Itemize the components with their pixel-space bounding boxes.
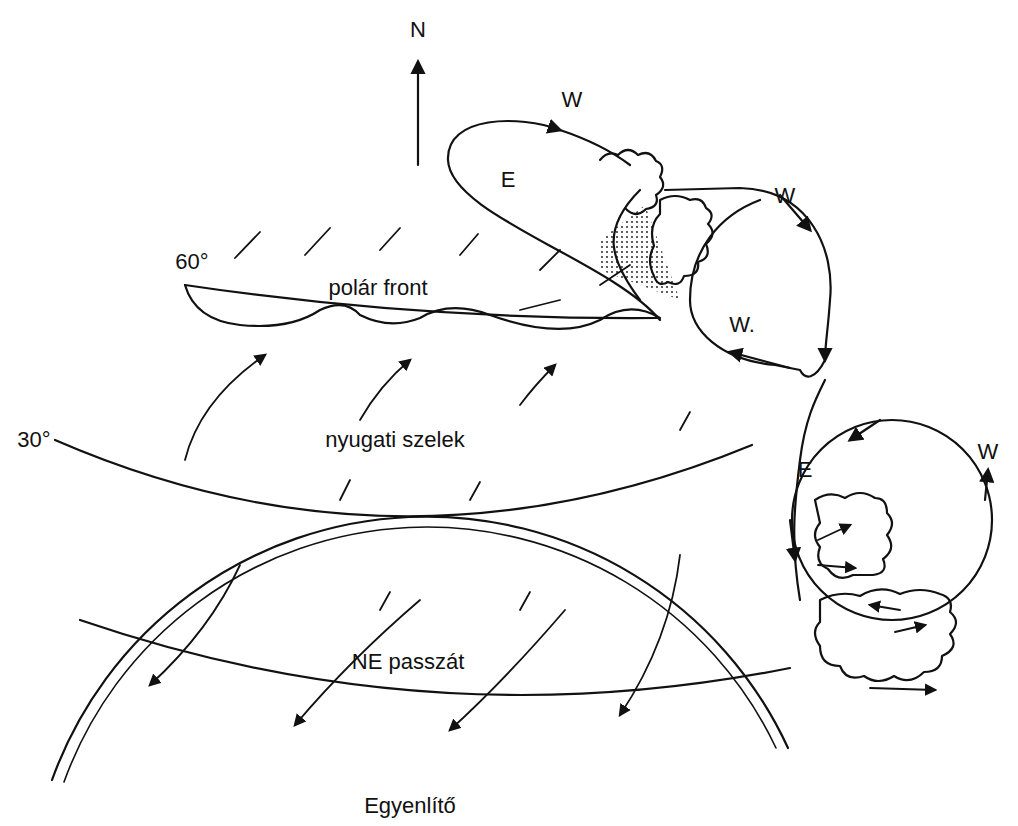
wind-label: W [775,184,796,208]
equator-label: Egyenlítő [364,794,456,818]
north-label: N [410,18,426,42]
latitude-label: 30° [17,428,50,452]
wind-label: W [562,88,583,112]
wind-label: W [978,440,999,464]
wind-belt-label: NE passzát [352,650,465,674]
wind-label: E [798,458,813,482]
wind-label: W. [729,313,755,337]
front-label: polár front [328,276,427,300]
wind-label: E [501,168,516,192]
latitude-label: 60° [175,250,208,274]
wind-belt-label: nyugati szelek [325,428,464,452]
